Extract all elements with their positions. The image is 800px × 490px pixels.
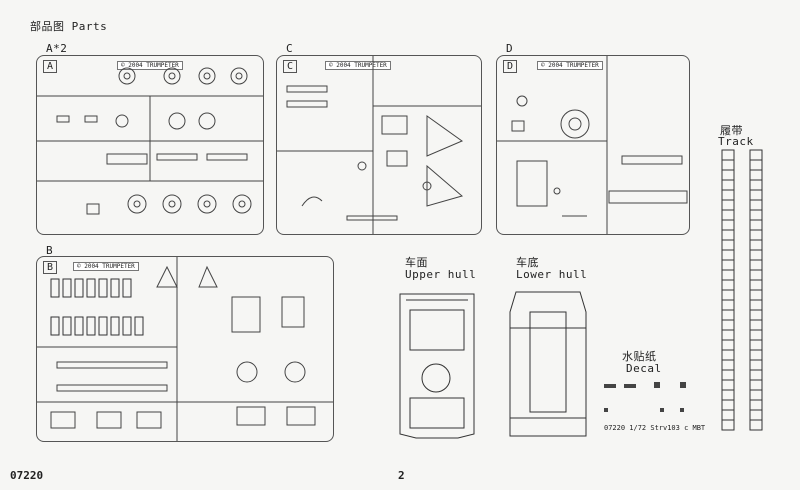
sprue-c-header: C (286, 42, 294, 55)
sprue-b-brand: © 2004 TRUMPETER (73, 262, 139, 271)
sprue-b: B © 2004 TRUMPETER (36, 256, 334, 442)
sprue-d-parts (497, 56, 688, 234)
upper-hull-en: Upper hull (405, 268, 477, 281)
sprue-a-letter: A (43, 60, 58, 73)
lower-hull-outline (509, 291, 587, 437)
sprue-c: C © 2004 TRUMPETER (276, 55, 482, 235)
sprue-d-letter: D (503, 60, 518, 73)
track-en: Track (718, 135, 754, 148)
footer-page-number: 2 (398, 469, 405, 482)
lower-hull-en: Lower hull (516, 268, 588, 281)
upper-hull-cn: 车面 (405, 256, 428, 269)
lower-hull-cn: 车底 (516, 256, 539, 269)
sprue-d: D © 2004 TRUMPETER (496, 55, 690, 235)
upper-hull-outline (399, 293, 475, 439)
track-cn: 履带 (720, 124, 743, 137)
decal-sheet (604, 382, 686, 412)
sprue-a-brand: © 2004 TRUMPETER (117, 61, 183, 70)
track-icon-right (749, 149, 763, 431)
decal-cn: 水贴纸 (622, 350, 657, 363)
sprue-c-brand: © 2004 TRUMPETER (325, 61, 391, 70)
sprue-d-header: D (506, 42, 514, 55)
decal-en: Decal (626, 362, 662, 375)
sprue-d-brand: © 2004 TRUMPETER (537, 61, 603, 70)
decal-caption: 07220 1/72 Strv103 c MBT (604, 424, 706, 432)
sprue-b-letter: B (43, 261, 58, 274)
sprue-b-header: B (46, 244, 54, 257)
sprue-c-parts (277, 56, 481, 234)
footer-code: 07220 (10, 469, 44, 482)
sprue-b-parts (37, 257, 333, 441)
sprue-a-parts (37, 67, 263, 215)
sprue-a: A © 2004 TRUMPETER (36, 55, 264, 235)
track-icon-left (721, 149, 735, 431)
sprue-a-header: A*2 (46, 42, 68, 55)
sprue-c-letter: C (283, 60, 298, 73)
page-title: 部品图 Parts (30, 20, 108, 33)
